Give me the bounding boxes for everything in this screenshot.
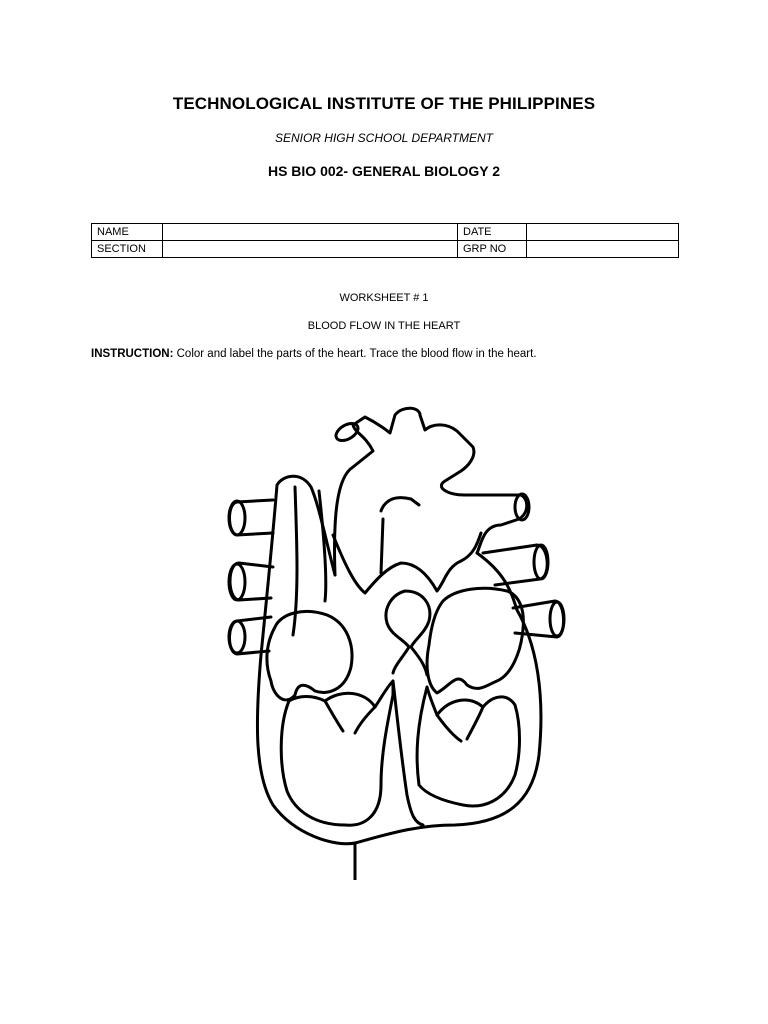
worksheet-topic: BLOOD FLOW IN THE HEART	[307, 320, 461, 332]
right-vessels	[481, 543, 566, 639]
left-ventricle	[415, 685, 521, 808]
name-field[interactable]	[162, 223, 458, 241]
instruction-text: INSTRUCTION: Color and label the parts o…	[91, 348, 537, 360]
institute-title: TECHNOLOGICAL INSTITUTE OF THE PHILIPPIN…	[172, 94, 596, 113]
table-row: SECTION GRP NO	[91, 240, 679, 258]
table-row: NAME DATE	[91, 223, 679, 241]
heart-diagram-icon	[227, 406, 566, 880]
date-label: DATE	[457, 223, 527, 241]
right-ventricle	[279, 679, 395, 827]
aortic-arch	[333, 406, 531, 577]
student-info-table: NAME DATE SECTION GRP NO	[91, 223, 679, 258]
instruction-body: Color and label the parts of the heart. …	[173, 348, 537, 360]
section-label: SECTION	[91, 240, 163, 258]
tricuspid-valve	[323, 699, 377, 735]
instruction-label: INSTRUCTION:	[91, 348, 174, 360]
pulmonary-trunk	[331, 496, 483, 595]
heart-outline	[255, 474, 543, 880]
date-field[interactable]	[526, 223, 679, 241]
left-vessels	[227, 498, 275, 656]
grp-no-field[interactable]	[526, 240, 679, 258]
vena-cava	[291, 485, 328, 637]
worksheet-number: WORKSHEET # 1	[339, 292, 429, 304]
grp-no-label: GRP NO	[457, 240, 527, 258]
department-subtitle: SENIOR HIGH SCHOOL DEPARTMENT	[274, 131, 494, 145]
name-label: NAME	[91, 223, 163, 241]
mitral-valve	[435, 705, 485, 743]
course-title: HS BIO 002- GENERAL BIOLOGY 2	[267, 163, 501, 179]
aortic-valve	[384, 589, 432, 677]
left-atrium	[425, 586, 525, 695]
septum	[391, 679, 425, 827]
right-atrium	[265, 610, 354, 702]
section-field[interactable]	[162, 240, 458, 258]
